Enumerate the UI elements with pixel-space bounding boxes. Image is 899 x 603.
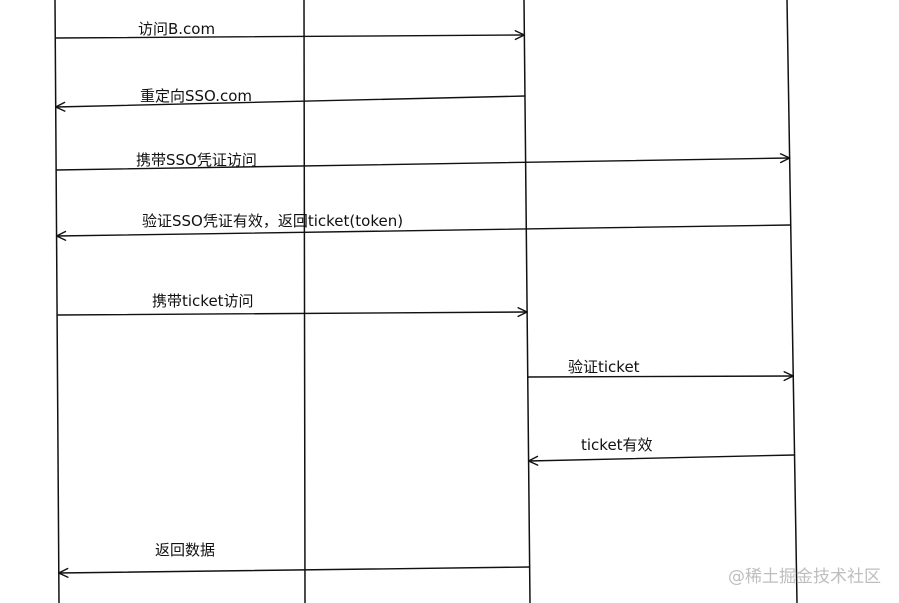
lifeline-1: [54, 0, 60, 603]
arrowhead-icon: [527, 455, 539, 466]
message-arrow-line: [527, 454, 796, 462]
arrowhead-icon: [517, 307, 528, 318]
lifeline-3: [523, 0, 531, 603]
message-arrow-line: [55, 95, 526, 108]
message-label: 验证SSO凭证有效，返回ticket(token): [142, 212, 403, 230]
message-6: 验证ticket: [527, 358, 794, 382]
message-arrow-line: [55, 157, 791, 171]
message-4: 验证SSO凭证有效，返回ticket(token): [55, 212, 792, 241]
message-arrow-line: [527, 375, 794, 378]
message-1: 访问B.com: [54, 20, 525, 41]
arrowhead-icon: [779, 153, 791, 164]
arrowhead-icon: [58, 567, 69, 578]
messages: 访问B.com 重定向SSO.com 携带SSO凭证访问验证SSO凭证有效，返回ti…: [54, 20, 796, 578]
arrowhead-icon: [514, 30, 525, 41]
arrowhead-icon: [783, 371, 794, 382]
message-label: 访问B.com: [138, 20, 215, 38]
lifeline-4: [786, 0, 798, 603]
message-3: 携带SSO凭证访问: [55, 151, 791, 171]
arrowhead-icon: [55, 101, 66, 112]
message-arrow-line: [56, 311, 528, 316]
lifeline-2: [303, 0, 306, 603]
message-8: 返回数据: [58, 541, 531, 578]
message-label: 携带ticket访问: [152, 292, 254, 310]
message-label: 携带SSO凭证访问: [136, 151, 257, 169]
arrowhead-icon: [55, 230, 67, 241]
message-5: 携带ticket访问: [56, 292, 528, 318]
message-label: ticket有效: [581, 436, 653, 454]
message-arrow-line: [54, 34, 525, 39]
message-label: 验证ticket: [568, 358, 640, 376]
message-arrow-line: [55, 224, 792, 237]
watermark: @稀土掘金技术社区: [728, 567, 881, 587]
message-2: 重定向SSO.com: [55, 87, 526, 112]
message-label: 重定向SSO.com: [140, 87, 252, 105]
message-arrow-line: [58, 566, 531, 574]
message-label: 返回数据: [155, 541, 215, 559]
message-7: ticket有效: [527, 436, 796, 466]
